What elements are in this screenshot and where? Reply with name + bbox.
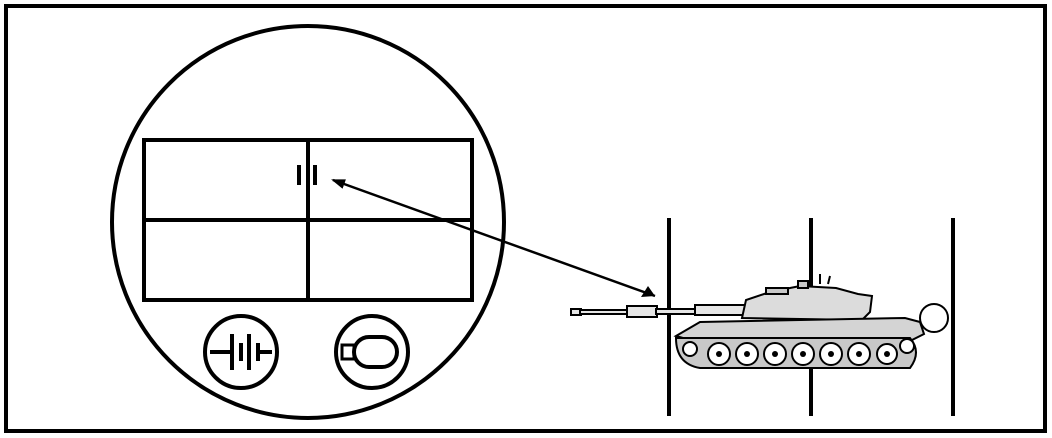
tank-hull xyxy=(673,316,926,341)
sighting-arrowhead-tail xyxy=(641,286,655,297)
sight-view xyxy=(110,24,506,420)
tank-rear-drum xyxy=(919,303,949,333)
tank-turret xyxy=(740,284,874,322)
range-mark xyxy=(297,165,317,185)
battery-icon xyxy=(203,314,279,390)
sighting-arrow xyxy=(331,178,656,298)
lamp-icon xyxy=(334,314,410,390)
outer-border xyxy=(4,4,1047,433)
tank-illustration xyxy=(570,274,949,369)
tank-gun-barrel xyxy=(570,304,746,318)
